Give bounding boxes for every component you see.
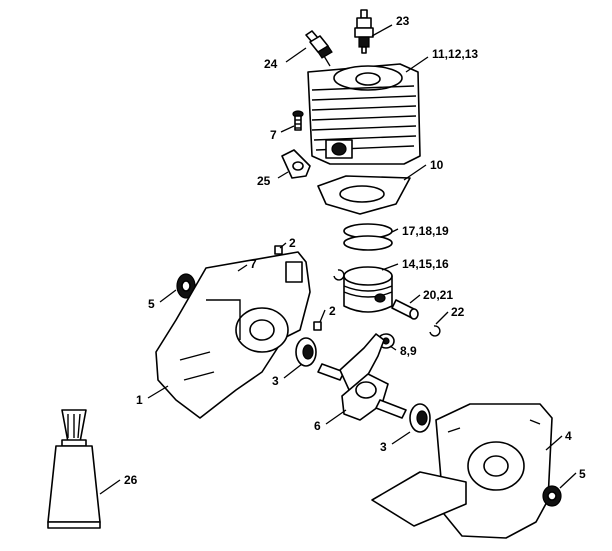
crankcase-half: [155, 251, 311, 419]
callout-11-12-13: 11,12,13: [432, 47, 478, 61]
piston: [343, 266, 393, 313]
grease-tube: [47, 409, 101, 529]
crankshaft: [317, 333, 407, 421]
callout-3-left: 3: [272, 374, 279, 388]
callout-1: 1: [136, 393, 143, 407]
callout-6: 6: [314, 419, 321, 433]
cylinder: [307, 63, 421, 165]
circlip-right: [429, 325, 441, 337]
piston-rings: [343, 223, 393, 251]
callout-25: 25: [257, 174, 271, 188]
decompression-valve: [305, 30, 333, 67]
bearing-left: [295, 337, 317, 367]
callout-24: 24: [264, 57, 278, 71]
callout-20-21: 20,21: [423, 288, 453, 302]
sleeve-lower: [313, 321, 322, 331]
gasket-small: [281, 149, 311, 179]
callout-5-right: 5: [579, 467, 586, 481]
oil-seal-right: [542, 485, 562, 507]
piston-pin: [391, 299, 419, 320]
callout-7-upper: 7: [270, 128, 277, 142]
callout-7-lower: 7: [250, 257, 257, 271]
callout-17-18-19: 17,18,19: [402, 224, 449, 238]
callout-labels: 23 24 11,12,13 7 25 10 17,18,19 2 7 14,1…: [124, 14, 586, 487]
callout-10: 10: [430, 158, 444, 172]
callout-2-lower: 2: [329, 304, 336, 318]
callout-5-left: 5: [148, 297, 155, 311]
spark-plug: [354, 9, 374, 54]
callout-8-9: 8,9: [400, 344, 417, 358]
oil-seal-left: [176, 273, 196, 299]
callout-14-15-16: 14,15,16: [402, 257, 449, 271]
crankcase-cover: [371, 403, 553, 539]
callout-3-right: 3: [380, 440, 387, 454]
callout-23: 23: [396, 14, 410, 28]
cylinder-gasket: [317, 175, 411, 215]
sleeve-upper: [274, 245, 283, 255]
screw-upper: [292, 110, 304, 131]
callout-2-upper: 2: [289, 236, 296, 250]
circlip-left: [333, 269, 345, 281]
bearing-right: [409, 403, 431, 433]
callout-26: 26: [124, 473, 138, 487]
callout-4: 4: [565, 429, 572, 443]
callout-22: 22: [451, 305, 465, 319]
leader-lines: [99, 24, 577, 495]
